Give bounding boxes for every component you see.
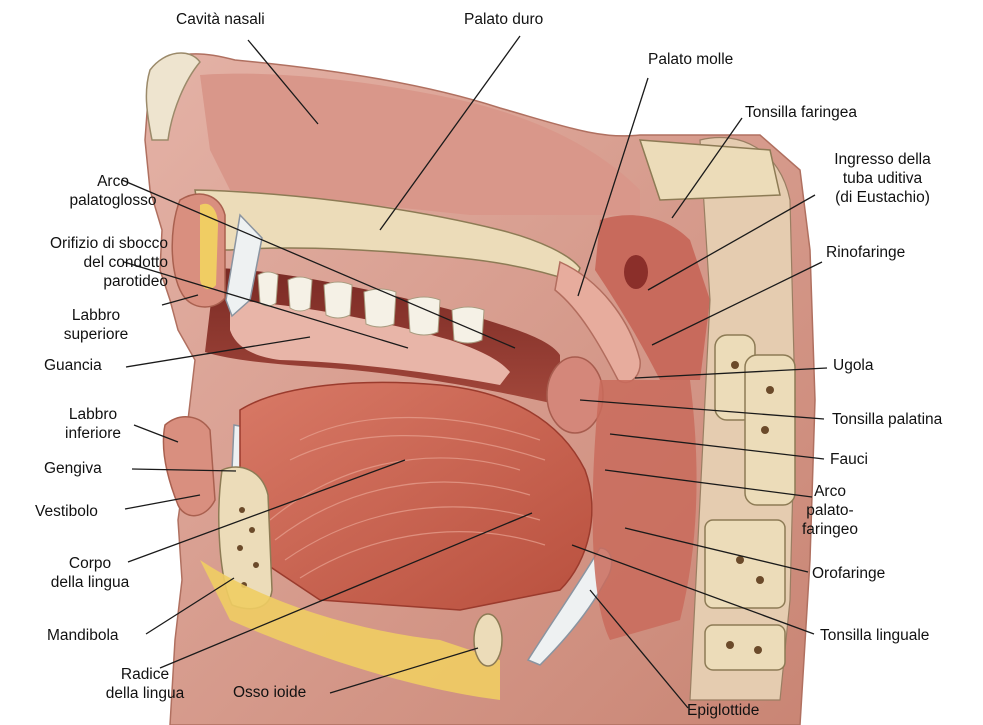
label-radice-della-lingua: Radice della lingua [85, 665, 205, 703]
label-gengiva: Gengiva [44, 459, 102, 478]
label-mandibola: Mandibola [47, 626, 119, 645]
tongue [240, 382, 592, 610]
label-ugola: Ugola [833, 356, 874, 375]
label-orofaringe: Orofaringe [812, 564, 885, 583]
palatine-tonsil [547, 357, 603, 433]
label-palato-molle: Palato molle [648, 50, 733, 69]
label-ingresso-tuba-uditiva: Ingresso della tuba uditiva (di Eustachi… [815, 150, 950, 207]
label-tonsilla-linguale: Tonsilla linguale [820, 626, 929, 645]
label-guancia: Guancia [44, 356, 102, 375]
label-labbro-superiore: Labbro superiore [46, 306, 146, 344]
label-arco-palatofaringeo: Arco palato- faringeo [785, 482, 875, 539]
label-cavita-nasali: Cavità nasali [176, 10, 265, 29]
hyoid-bone [474, 614, 502, 666]
label-fauci: Fauci [830, 450, 868, 469]
label-arco-palatoglosso: Arco palatoglosso [58, 172, 168, 210]
label-orifizio-condotto-parotideo: Orifizio di sbocco del condotto parotide… [0, 234, 168, 291]
auditory-tube-opening [624, 255, 648, 289]
label-tonsilla-faringea: Tonsilla faringea [745, 103, 857, 122]
label-labbro-inferiore: Labbro inferiore [48, 405, 138, 443]
label-tonsilla-palatina: Tonsilla palatina [832, 410, 942, 429]
oropharynx [593, 380, 697, 640]
label-epiglottide: Epiglottide [687, 701, 759, 720]
label-vestibolo: Vestibolo [35, 502, 98, 521]
label-rinofaringe: Rinofaringe [826, 243, 905, 262]
label-corpo-della-lingua: Corpo della lingua [30, 554, 150, 592]
label-palato-duro: Palato duro [464, 10, 543, 29]
label-osso-ioide: Osso ioide [233, 683, 306, 702]
